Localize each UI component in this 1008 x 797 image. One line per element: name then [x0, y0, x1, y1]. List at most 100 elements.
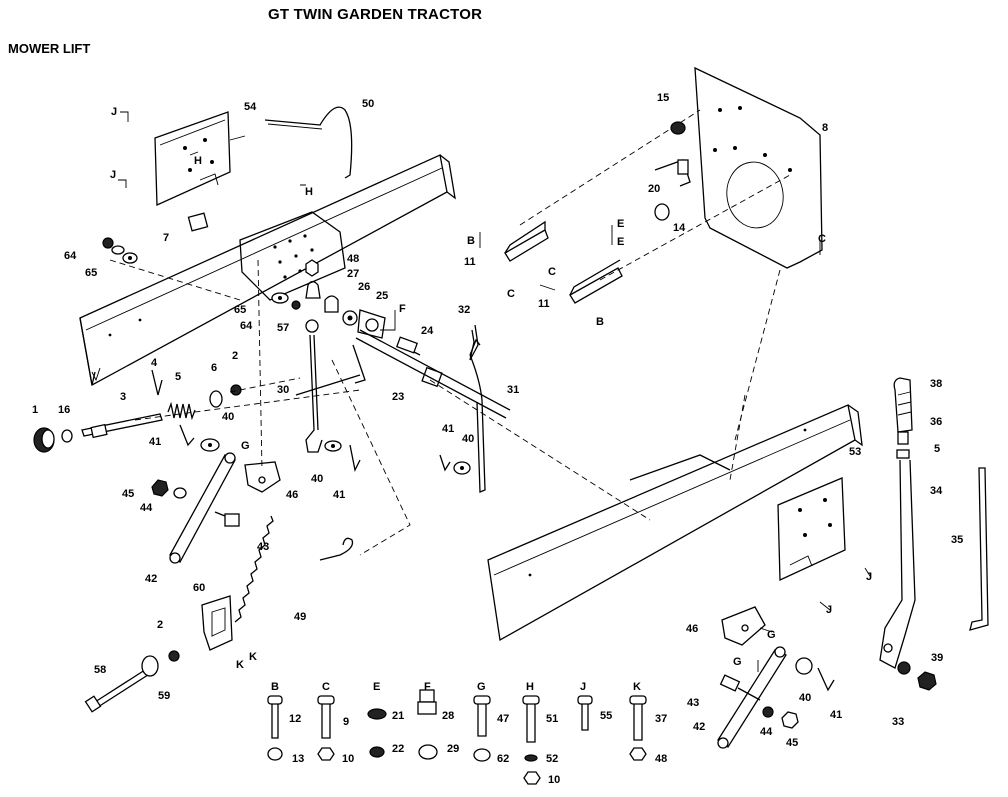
callout-49: 49 — [294, 611, 306, 623]
key-lower-C: 10 — [342, 753, 354, 765]
callout-59: 59 — [158, 690, 170, 702]
callout-44: 44 — [140, 502, 153, 514]
nut-2a — [230, 384, 242, 396]
washer-pin-right — [439, 454, 471, 475]
spring-5 — [167, 401, 196, 421]
callout-36: 36 — [930, 416, 942, 428]
callout-40: 40 — [222, 411, 234, 423]
bracket-11-lower — [569, 259, 623, 304]
callout-5: 5 — [175, 371, 181, 383]
callout-40d: 40 — [799, 692, 811, 704]
callout-34: 34 — [930, 485, 943, 497]
key-lower-E: 22 — [392, 743, 404, 755]
rod-35 — [969, 467, 989, 631]
page-title: GT TWIN GARDEN TRACTOR — [268, 6, 483, 23]
section-title: MOWER LIFT — [8, 41, 91, 56]
hardware-key-F — [417, 689, 438, 760]
callout-46: 46 — [286, 489, 298, 501]
callout-11: 11 — [464, 256, 476, 268]
callout-58: 58 — [94, 664, 106, 676]
hardware-key-G — [473, 695, 491, 762]
hardware-45-44-43 — [151, 479, 240, 527]
callout-31: 31 — [507, 384, 519, 396]
hardware-key-C — [317, 695, 335, 761]
ref-E1: E — [617, 218, 624, 230]
ref-B2: B — [596, 316, 604, 328]
ref-J4: J — [826, 604, 832, 616]
washer-6 — [209, 390, 223, 408]
callout-45: 45 — [122, 488, 134, 500]
hardware-40-41-left — [179, 424, 220, 452]
key-letter-C: C — [322, 681, 330, 693]
callout-26: 26 — [358, 281, 370, 293]
callout-7: 7 — [163, 232, 169, 244]
ref-H1: H — [194, 155, 202, 167]
key-lower-B: 13 — [292, 753, 304, 765]
side-plate-8 — [694, 66, 823, 269]
callout-35: 35 — [951, 534, 963, 546]
lift-rod-31 — [469, 338, 486, 493]
key-letter-J: J — [580, 681, 586, 693]
side-plate-53 — [777, 477, 846, 582]
callout-6: 6 — [211, 362, 217, 374]
ref-J3: J — [866, 571, 872, 583]
hardware-key-J — [577, 695, 593, 731]
ref-J2: J — [110, 169, 116, 181]
ref-K1: K — [236, 659, 244, 671]
callout-40c: 40 — [462, 433, 474, 445]
arm-42-right — [717, 646, 787, 749]
nut-2b — [168, 650, 180, 662]
callout-46b: 46 — [686, 623, 698, 635]
key-letter-B: B — [271, 681, 279, 693]
ref-E2: E — [617, 236, 624, 248]
hardware-key-labels: B 12 13 C 9 10 E 21 22 F 28 29 G 47 62 H… — [271, 681, 667, 786]
key-extra-H: 10 — [548, 774, 560, 786]
callout-33: 33 — [892, 716, 904, 728]
ref-C2: C — [507, 288, 515, 300]
callout-57: 57 — [277, 322, 289, 334]
washer-59 — [141, 655, 159, 677]
reference-brackets — [118, 111, 871, 672]
key-letter-K: K — [633, 681, 641, 693]
pad-7 — [187, 212, 209, 232]
key-part-C: 9 — [343, 716, 349, 728]
hardware-key-E — [367, 708, 387, 758]
callout-16: 16 — [58, 404, 70, 416]
key-lower-G: 62 — [497, 753, 509, 765]
link-rod — [305, 334, 323, 453]
key-lower-F: 29 — [447, 743, 459, 755]
hardware-key-K — [629, 695, 647, 761]
callout-labels: 54 50 7 64 65 48 27 26 25 65 64 57 24 32… — [32, 92, 963, 749]
ref-B1: B — [467, 235, 475, 247]
rod-3 — [81, 413, 163, 439]
callout-5b: 5 — [934, 443, 940, 455]
key-part-K: 37 — [655, 713, 667, 725]
spring-hook-50 — [264, 106, 353, 179]
callout-2b: 2 — [157, 619, 163, 631]
callout-41: 41 — [149, 436, 161, 448]
ref-C1: C — [548, 266, 556, 278]
callout-41b: 41 — [333, 489, 345, 501]
callout-23: 23 — [392, 391, 404, 403]
rail-holes — [108, 234, 314, 337]
callout-44b: 44 — [760, 726, 773, 738]
bushing-14 — [654, 203, 670, 221]
left-frame-rail — [79, 154, 456, 387]
callout-50: 50 — [362, 98, 374, 110]
callout-65b: 65 — [234, 304, 246, 316]
callout-41c: 41 — [442, 423, 454, 435]
callout-24: 24 — [421, 325, 434, 337]
key-lower-K: 48 — [655, 753, 667, 765]
callout-32: 32 — [458, 304, 470, 316]
callout-43b: 43 — [687, 697, 699, 709]
hardware-33-39 — [897, 661, 937, 691]
washer-set-left — [102, 237, 138, 264]
key-part-H: 51 — [546, 713, 558, 725]
hardware-right — [719, 657, 835, 729]
key-part-J: 55 — [600, 710, 612, 722]
callout-39: 39 — [931, 652, 943, 664]
bracket-46-left — [244, 461, 281, 493]
callout-1: 1 — [32, 404, 38, 416]
key-lower-H: 52 — [546, 753, 558, 765]
